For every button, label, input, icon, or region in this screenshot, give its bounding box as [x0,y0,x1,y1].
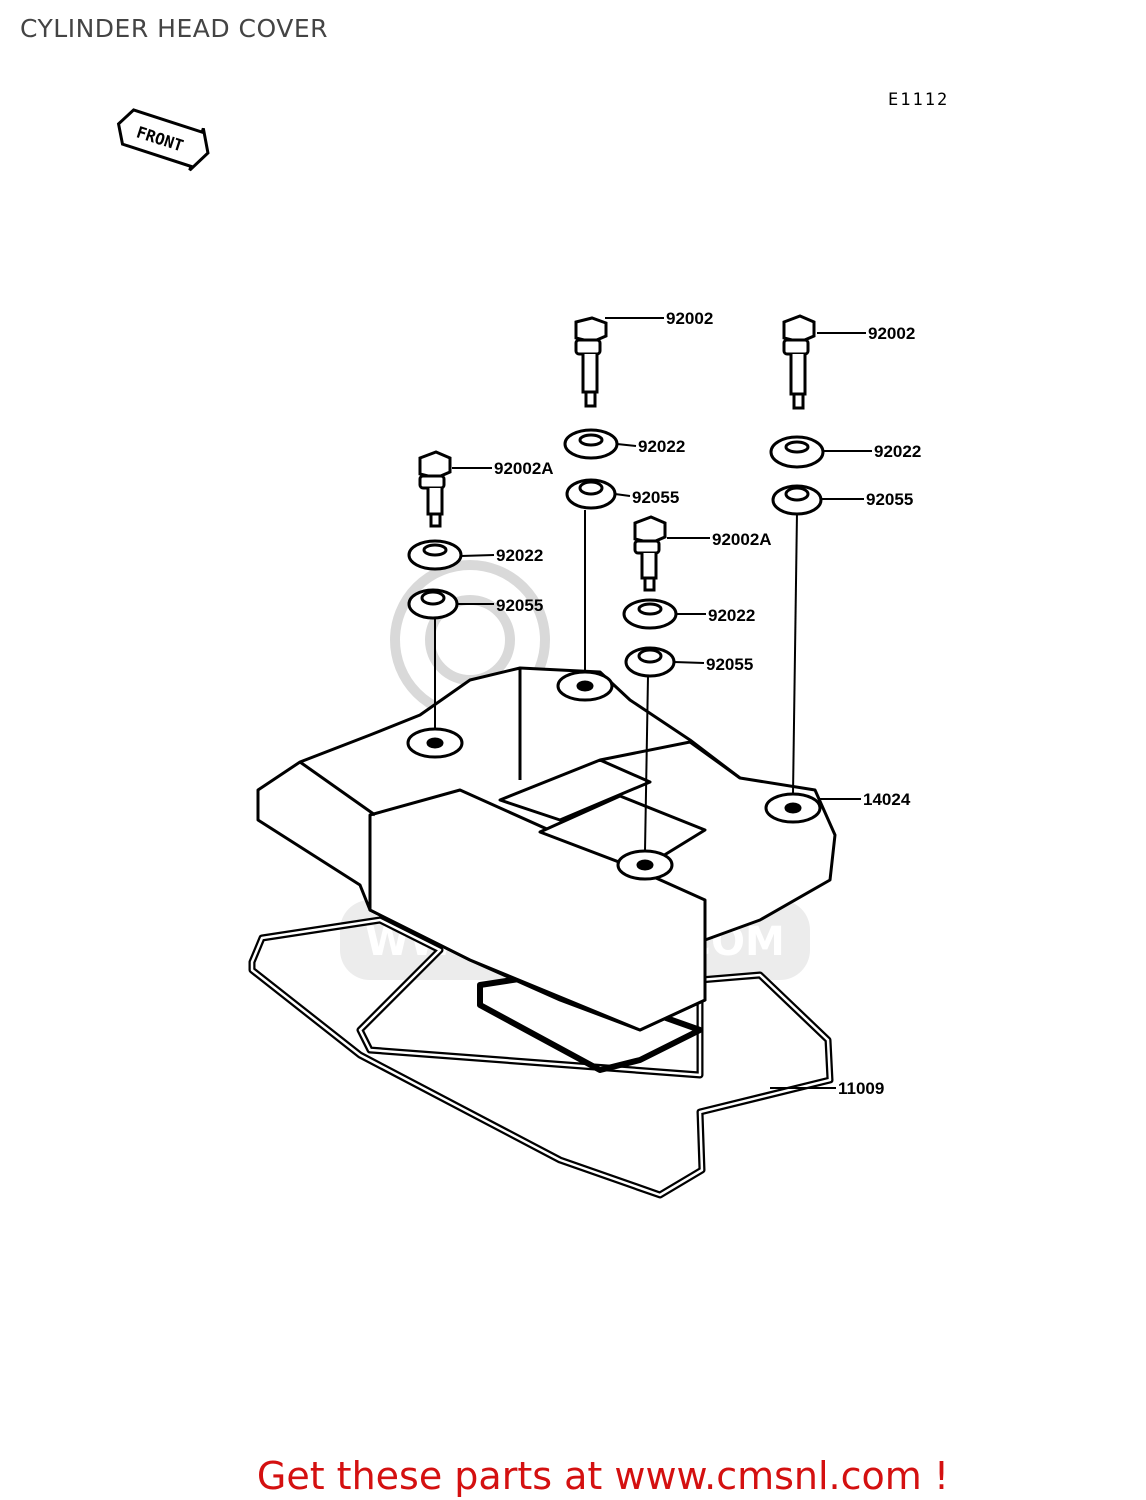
bolt-92002a-left [418,450,452,528]
part-label-92002a: 92002A [712,530,772,549]
cover-bolt-seats [406,670,822,881]
cylinder-head-cover [256,666,837,1032]
part-label-92055: 92055 [496,596,543,615]
part-label-92055: 92055 [706,655,753,674]
diagram-code: E1112 [888,90,950,110]
part-label-92055: 92055 [866,490,913,509]
part-label-92002: 92002 [868,324,915,343]
part-label-92002: 92002 [666,309,713,328]
bolt-92002-right [782,314,816,410]
part-label-11009: 11009 [838,1079,884,1098]
alignment-lines [434,510,798,852]
part-label-92022: 92022 [874,442,921,461]
footer-link-text[interactable]: Get these parts at www.cmsnl.com ! [0,1454,1146,1498]
washers [407,428,825,678]
front-arrow-icon: FRONT [116,108,210,172]
leader-lines [452,317,872,1089]
part-label-92022: 92022 [708,606,755,625]
parts-diagram: WWW.CMSNL.COM FRONT [116,108,921,1199]
part-label-92055: 92055 [632,488,679,507]
part-label-92022: 92022 [496,546,543,565]
footer-text[interactable]: Get these parts at www.cmsnl.com ! [256,1454,950,1498]
bolt-92002-center [574,316,608,408]
page-title: CYLINDER HEAD COVER [20,14,329,43]
part-label-14024: 14024 [863,790,911,809]
bolt-92002a-middle [633,515,667,592]
part-label-92022: 92022 [638,437,685,456]
part-label-92002a: 92002A [494,459,554,478]
